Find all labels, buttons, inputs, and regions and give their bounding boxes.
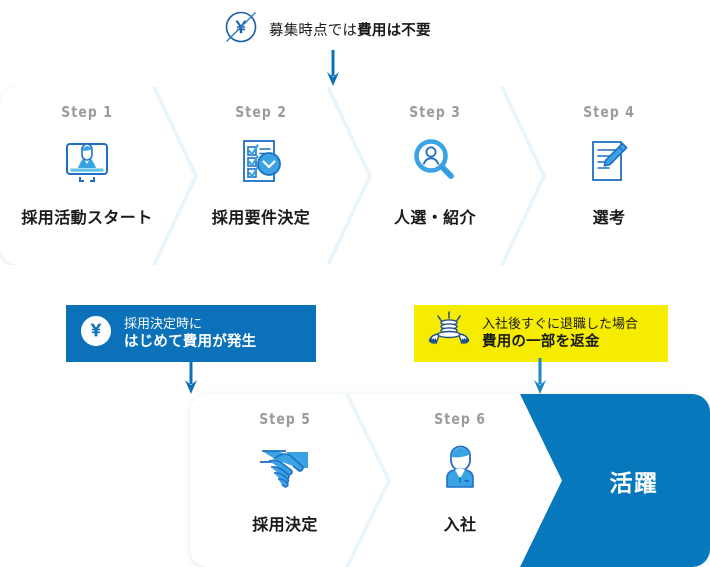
badge-blue-line2: はじめて費用が発生 xyxy=(124,333,257,350)
step-cell-3[interactable]: Step 3 人選・紹介 xyxy=(348,87,522,265)
top-tooltip-plain: 募集時点では xyxy=(269,22,358,39)
checklist-clock-icon xyxy=(230,130,292,192)
step-cell-2[interactable]: Step 2 xyxy=(174,87,348,265)
connector-yellow-badge-to-bottom-card xyxy=(534,358,546,396)
step-cell-1[interactable]: Step 1 採用活動スタート xyxy=(0,87,174,265)
step-label-4: Step 4 xyxy=(583,103,635,121)
step-name-2: 採用要件決定 xyxy=(211,210,311,227)
step-name-1: 採用活動スタート xyxy=(21,210,153,227)
badge-yellow-line2: 費用の一部を返金 xyxy=(482,333,600,350)
badge-blue-line1: 採用決定時に xyxy=(124,315,203,331)
badge-yellow-lines: 入社後すぐに退職した場合 費用の一部を返金 xyxy=(482,316,638,351)
top-process-card: Step 1 採用活動スタート Step 2 xyxy=(0,87,710,265)
businessman-icon xyxy=(429,437,491,499)
yen-no-cost-icon xyxy=(221,7,261,52)
step-name-6: 入社 xyxy=(443,517,477,534)
video-interview-icon xyxy=(56,130,118,192)
handshake-icon xyxy=(252,437,318,499)
step-name-3: 人選・紹介 xyxy=(393,210,476,227)
person-search-icon xyxy=(404,130,466,192)
final-stage-label: 活躍 xyxy=(609,469,659,496)
top-card-shape xyxy=(0,87,710,265)
step-label-2: Step 2 xyxy=(235,103,287,121)
badge-yellow-line1: 入社後すぐに退職した場合 xyxy=(482,315,639,331)
top-tooltip-no-cost: 募集時点では費用は不要 xyxy=(207,3,460,55)
step-label-3: Step 3 xyxy=(409,103,461,121)
step-cell-6[interactable]: Step 6 入社 xyxy=(385,394,535,567)
badge-hiring-decision-cost: 採用決定時に はじめて費用が発生 xyxy=(66,305,316,362)
top-tooltip-bold: 費用は不要 xyxy=(357,22,431,39)
step-cell-4[interactable]: Step 4 選考 xyxy=(522,87,696,265)
step-name-5: 採用決定 xyxy=(252,517,318,534)
top-tooltip-text: 募集時点では費用は不要 xyxy=(269,19,431,40)
connector-tooltip-to-top-card xyxy=(327,50,339,88)
step-label-5: Step 5 xyxy=(259,410,311,428)
document-pen-icon xyxy=(578,130,640,192)
badge-blue-lines: 採用決定時に はじめて費用が発生 xyxy=(124,316,256,351)
step-cell-5[interactable]: Step 5 採用決定 xyxy=(205,394,365,567)
badge-early-resignation-refund: 入社後すぐに退職した場合 費用の一部を返金 xyxy=(414,305,668,362)
coins-in-hands-icon xyxy=(426,309,472,358)
step-name-4: 選考 xyxy=(592,210,626,227)
connector-blue-badge-to-bottom-card xyxy=(185,358,197,396)
step-label-1: Step 1 xyxy=(61,103,113,121)
step-label-6: Step 6 xyxy=(434,410,486,428)
yen-coin-icon xyxy=(78,313,114,354)
bottom-process-card: Step 5 採用決定 xyxy=(190,394,710,567)
